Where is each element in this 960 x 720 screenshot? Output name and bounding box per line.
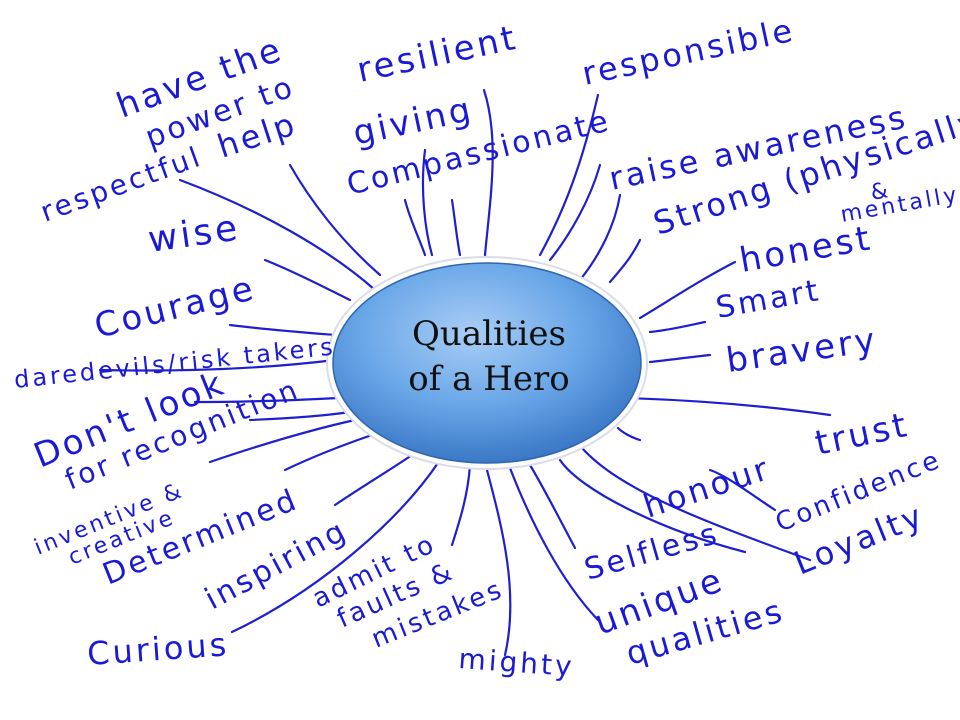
spoke-selfless-b bbox=[558, 458, 747, 554]
spoke-compassionate-a bbox=[403, 198, 427, 257]
spoke-unique bbox=[508, 466, 600, 622]
label-resilient: resilient bbox=[354, 18, 522, 91]
spoke-compassionate-b bbox=[450, 198, 462, 257]
center-ellipse bbox=[332, 262, 642, 464]
spoke-determined bbox=[283, 433, 374, 472]
spoke-honour bbox=[616, 426, 642, 442]
center-title-line2: of a Hero bbox=[408, 359, 569, 399]
spoke-responsible bbox=[538, 93, 600, 257]
spokes bbox=[98, 88, 832, 657]
spoke-strong bbox=[578, 193, 622, 282]
label-bravery: bravery bbox=[724, 320, 881, 381]
label-courage: Courage bbox=[91, 268, 260, 347]
label-smart: Smart bbox=[713, 273, 823, 326]
spoke-have-power bbox=[288, 163, 382, 277]
spoke-mighty bbox=[485, 468, 512, 657]
label-strong-and: & bbox=[869, 178, 893, 206]
spoke-honest bbox=[638, 260, 737, 320]
spoke-resilient bbox=[482, 88, 494, 257]
center-node: Qualities of a Hero bbox=[326, 256, 648, 470]
spoke-daredevils bbox=[98, 358, 337, 372]
spoke-giving bbox=[421, 148, 434, 257]
spoke-courage bbox=[228, 323, 337, 337]
spoke-trust bbox=[623, 396, 832, 417]
spoke-inspiring bbox=[333, 453, 414, 507]
spoke-raise-awareness bbox=[548, 163, 602, 262]
label-curious: Curious bbox=[86, 625, 231, 673]
center-title-line1: Qualities bbox=[412, 314, 566, 354]
spoke-curious bbox=[230, 458, 442, 634]
label-mighty: mighty bbox=[458, 642, 576, 683]
spoke-inventive bbox=[208, 418, 357, 464]
spoke-bravery bbox=[648, 353, 712, 364]
spoke-respectful bbox=[178, 178, 377, 292]
label-honest: honest bbox=[737, 218, 876, 281]
spoke-loyalty bbox=[580, 446, 812, 562]
spoke-smart bbox=[648, 320, 707, 334]
spoke-wise bbox=[263, 258, 352, 302]
spoke-recognition bbox=[248, 410, 352, 422]
label-honour: honour bbox=[639, 449, 775, 526]
spoke-selfless bbox=[528, 463, 577, 550]
label-responsible: responsible bbox=[579, 11, 799, 93]
spoke-dont-look bbox=[193, 396, 340, 404]
spoke-strong-b bbox=[608, 238, 642, 284]
spoke-confidence bbox=[708, 468, 777, 512]
label-wise: wise bbox=[146, 207, 243, 260]
spoke-admit bbox=[450, 463, 472, 547]
